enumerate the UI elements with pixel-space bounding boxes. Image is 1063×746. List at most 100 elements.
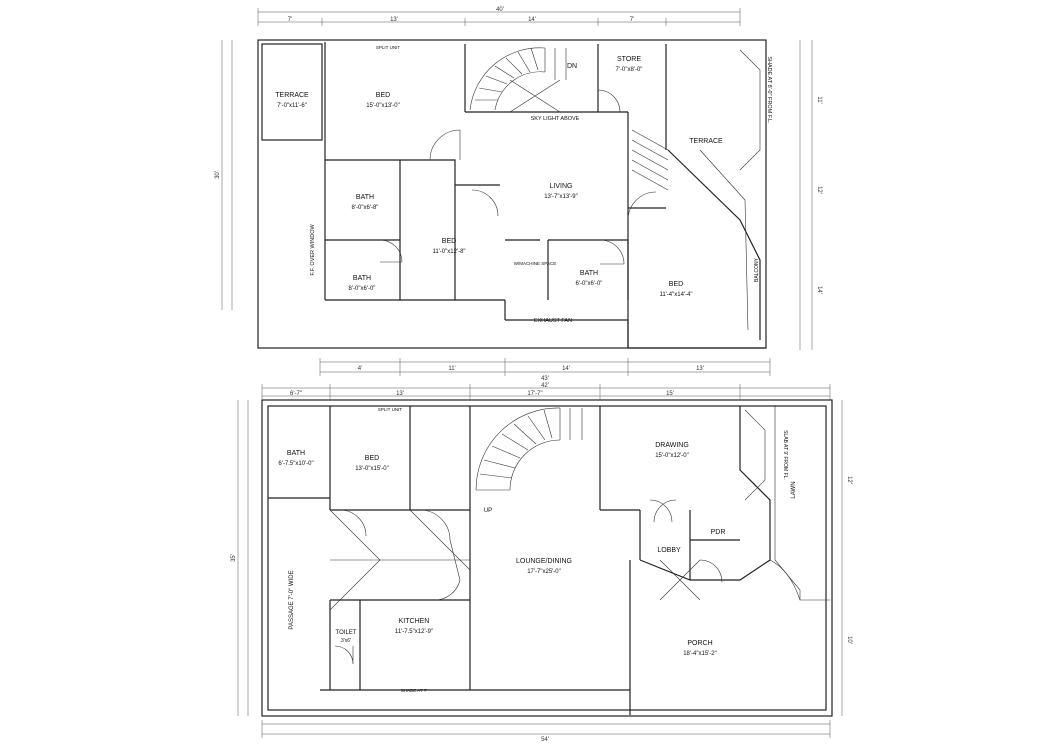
lounge-size: 17'-7"x25'-0" (527, 569, 561, 575)
bed-1-size: 15'-0"x13'-0" (366, 103, 400, 109)
ff-top-overall-dim: 40' (496, 7, 504, 13)
door-swing (699, 559, 723, 583)
bath-1-size: 8'-0"x6'-8" (352, 205, 379, 211)
bed-2-label: BED (442, 238, 456, 245)
toilet-label: TOILET (336, 630, 357, 636)
gf-bed-size: 13'-0"x15'-0" (355, 466, 389, 472)
gf-bottom-overall-dim: 54' (541, 737, 549, 743)
shade-line (739, 49, 761, 171)
ground-floor-inner-outline (267, 405, 827, 711)
bed-3-walls (627, 149, 761, 348)
ff-top-dim-4: 7' (630, 17, 634, 23)
door-swing (653, 499, 677, 523)
door-swing (599, 239, 625, 265)
split-unit-note: SPLIT UNIT (376, 45, 400, 50)
lawn-curve (769, 559, 801, 601)
first-floor-dimension-lines (221, 11, 813, 373)
pdr-label: PDR (711, 529, 726, 536)
curved-screen (419, 509, 461, 601)
bed-2-size: 11'-0"x12'-8" (432, 249, 465, 255)
ff-top-dim-2: 13' (390, 17, 398, 23)
porch-size: 18'-4"x15'-2" (683, 651, 717, 657)
ground-floor-dimension-lines (237, 387, 843, 735)
gf-left-overall-dim: 35' (231, 554, 237, 562)
gf-right-dim-1: 12' (846, 476, 852, 484)
dimension-ticks (261, 384, 831, 738)
terrace-right-label: TERRACE (689, 138, 723, 145)
door-swing (649, 499, 673, 523)
store-size: 7'-0"x8'-0" (616, 67, 643, 73)
door-swing (334, 645, 354, 665)
ff-left-overall-dim: 30' (215, 171, 221, 179)
gf-right-dim-2: 10' (846, 636, 852, 644)
bath-1-label: BATH (356, 194, 374, 201)
stair-dn-label: DN (567, 63, 577, 70)
stair-store-walls (464, 44, 667, 209)
ff-right-dim-1: 11' (816, 96, 822, 103)
passage-diagonals (329, 509, 471, 611)
washing-machine-note: W/MACHINE SPACE (514, 261, 556, 266)
sky-light-note: SKY LIGHT ABOVE (531, 116, 580, 122)
door-swing (379, 239, 403, 263)
door-swing (597, 89, 621, 113)
lounge-label: LOUNGE/DINING (516, 558, 572, 565)
ff-bottom-dim-1: 4' (358, 366, 362, 372)
porch-label: PORCH (687, 640, 712, 647)
pdr-walls (689, 510, 740, 580)
gf-shade-note: SHADE AT 7' (401, 688, 428, 693)
kitchen-walls (320, 599, 470, 691)
living-label: LIVING (550, 183, 573, 190)
gf-bed-label: BED (365, 455, 379, 462)
ground-floor-outline (261, 399, 833, 717)
bed-3-size: 11'-4"x14'-4" (659, 292, 692, 298)
dimension-ticks (257, 8, 771, 376)
door-swing (471, 189, 499, 217)
gf-top-overall-dim: 42' (541, 383, 549, 389)
lobby-label: LOBBY (657, 547, 681, 554)
door-swing (429, 129, 461, 161)
ff-bottom-dim-4: 13' (696, 366, 704, 372)
bath-3-size: 6'-0"x6'-0" (576, 281, 603, 287)
terrace-left-size: 7'-0"x11'-6" (277, 103, 307, 109)
slab-note: SLAB AT 9' FROM FL. (782, 430, 788, 480)
drawing-size: 15'-0"x12'-0" (655, 453, 689, 459)
ff-bottom-dim-3: 14' (562, 366, 570, 372)
side-steps (631, 129, 669, 191)
bath-2-size: 8'-0"x6'-0" (349, 286, 376, 292)
gf-bath-size: 6'-7.5"x10'-0" (278, 461, 313, 467)
stair-up-label: UP (484, 508, 492, 514)
passage-note: PASSAGE 7'-0" WIDE (289, 570, 295, 629)
gf-split-unit-note: SPLIT UNIT (378, 407, 402, 412)
kitchen-size: 11'-7.5"x12'-9" (395, 629, 433, 635)
ff-top-dim-3: 14' (528, 17, 536, 23)
gf-top-dim-1: 6'-7" (290, 391, 302, 397)
first-floor-stair (469, 47, 567, 113)
door-swing (339, 509, 367, 537)
ff-bottom-dim-2: 11' (448, 366, 455, 372)
ff-bottom-overall-dim: 43' (541, 376, 549, 382)
ground-floor-walls (268, 406, 641, 715)
balcony-rail (699, 149, 749, 331)
lobby-diagonals (659, 559, 701, 601)
bed-bath-walls (325, 159, 500, 300)
bath-3-walls (505, 239, 629, 300)
balcony-note: BALCONY (754, 257, 760, 282)
exhaust-fan-note: EXHAUST FAN (534, 318, 572, 324)
bed-3-label: BED (669, 281, 683, 288)
shade-note: SHADE AT 8'-0" FROM F.L. (766, 56, 772, 124)
gf-bath-label: BATH (287, 450, 305, 457)
bath-2-label: BATH (353, 275, 371, 282)
ground-floor-plan (237, 384, 843, 738)
living-size: 13'-7"x13'-9" (544, 194, 578, 200)
first-floor-inner-walls (324, 42, 765, 349)
lawn-boundary (774, 405, 830, 601)
bath-3-label: BATH (580, 270, 598, 277)
store-label: STORE (617, 56, 641, 63)
lawn-label: LAWN (791, 481, 797, 498)
ff-right-dim-3: 14' (816, 286, 822, 294)
first-floor-outline (257, 39, 767, 349)
window-note: F.F. OVER WINDOW (310, 224, 316, 276)
terrace-left-walls (261, 43, 323, 141)
terrace-left-label: TERRACE (275, 92, 309, 99)
